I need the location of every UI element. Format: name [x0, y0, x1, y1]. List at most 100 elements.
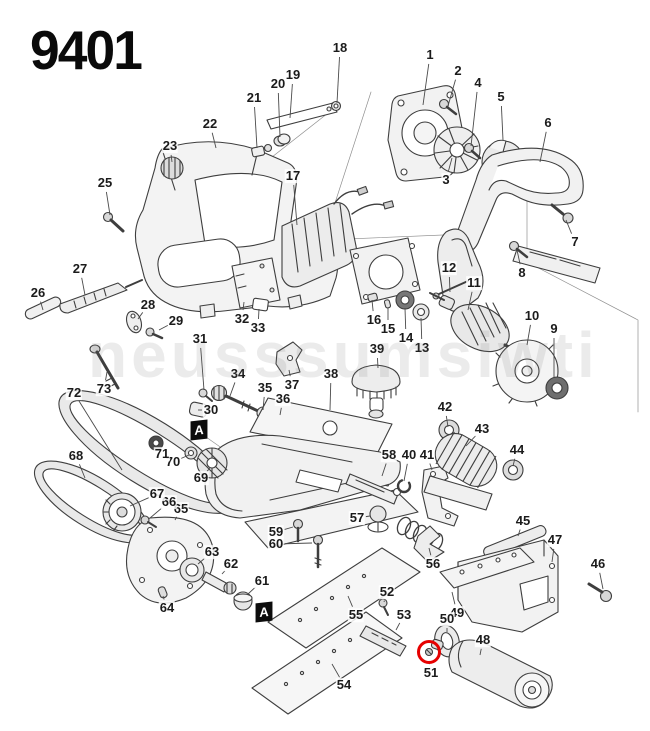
- leader-line-59: [284, 526, 294, 530]
- part-label-10: 10: [523, 308, 541, 324]
- leader-line-64: [162, 595, 165, 600]
- art-part-61-cap: [233, 591, 253, 611]
- part-label-56: 56: [424, 556, 442, 572]
- leader-line-56: [428, 547, 432, 556]
- leader-line-33: [258, 308, 260, 320]
- leader-line-34: [229, 382, 236, 397]
- leader-line-11: [467, 291, 473, 311]
- leader-line-16: [371, 299, 374, 312]
- part-label-14: 14: [397, 330, 415, 346]
- leader-line-69: [206, 467, 211, 472]
- part-label-31: 31: [191, 331, 209, 347]
- part-label-4: 4: [473, 75, 483, 91]
- part-label-57: 57: [348, 510, 366, 526]
- part-label-44: 44: [508, 442, 526, 458]
- part-label-42: 42: [436, 399, 454, 415]
- art-part-62-shaft: [201, 571, 237, 595]
- leader-line-22: [211, 132, 217, 149]
- art-part-14-bearing: [395, 290, 415, 310]
- part-label-33: 33: [249, 320, 267, 336]
- art-part-58-bar: [345, 473, 402, 505]
- part-label-40: 40: [400, 447, 418, 463]
- part-label-15: 15: [379, 321, 397, 337]
- part-label-39: 39: [368, 341, 386, 357]
- leader-line-10: [526, 324, 531, 346]
- art-part-60-bolt: [312, 534, 324, 569]
- leader-line-36: [279, 407, 282, 416]
- leader-line-70: [181, 454, 190, 459]
- detail-marker-A-2: A: [255, 601, 273, 623]
- art-part-18-nut: [330, 100, 342, 112]
- part-label-68: 68: [67, 448, 85, 464]
- leader-line-14: [404, 307, 407, 330]
- part-label-12: 12: [440, 260, 458, 276]
- leader-line-5: [500, 105, 504, 141]
- art-part-13-washer: [412, 303, 430, 321]
- art-part-19-strip: [266, 102, 338, 130]
- leader-line-38: [329, 382, 332, 411]
- leader-line-1: [422, 63, 430, 106]
- part-label-8: 8: [517, 265, 527, 281]
- part-label-7: 7: [570, 234, 580, 250]
- art-part-64-pin: [157, 586, 168, 599]
- part-label-35: 35: [256, 380, 274, 396]
- art-part-53-bar: [359, 625, 407, 657]
- part-label-27: 27: [71, 261, 89, 277]
- part-label-43: 43: [473, 421, 491, 437]
- art-part-21-terminal: [251, 143, 273, 158]
- leader-line-61: [247, 586, 256, 595]
- leader-line-63: [197, 557, 206, 565]
- leader-line-37: [288, 369, 291, 377]
- leader-line-8: [516, 249, 521, 265]
- part-label-9: 9: [549, 321, 559, 337]
- leader-line-66: [149, 507, 163, 519]
- art-part-57-cap: [367, 505, 389, 533]
- art-part-55-plate: [267, 547, 421, 649]
- leader-line-62: [221, 570, 226, 575]
- leader-line-65: [174, 516, 178, 521]
- leader-line-27: [81, 277, 86, 296]
- part-label-13: 13: [413, 340, 431, 356]
- leader-line-6: [539, 131, 547, 163]
- art-part-20-sleeve: [273, 133, 291, 147]
- art-part-69-gear: [196, 447, 228, 479]
- leader-line-41: [429, 463, 433, 471]
- leader-line-13: [420, 317, 423, 340]
- part-label-55: 55: [347, 607, 365, 623]
- part-label-38: 38: [322, 366, 340, 382]
- part-label-32: 32: [233, 311, 251, 327]
- art-part-34-adjust-screw: [210, 384, 260, 413]
- leader-line-67: [129, 497, 149, 507]
- art-part-2-screw: [438, 98, 458, 116]
- leader-line-31: [200, 347, 205, 391]
- part-label-2: 2: [453, 63, 463, 79]
- leader-line-19: [289, 83, 293, 119]
- art-part-49-plate: [439, 547, 535, 589]
- part-label-45: 45: [514, 513, 532, 529]
- art-part-66-screw: [140, 515, 157, 528]
- art-part-46-screw: [587, 582, 613, 603]
- art-part-38-frame: [204, 397, 419, 549]
- part-label-18: 18: [331, 40, 349, 56]
- art-part-7-screw: [550, 203, 574, 224]
- art-part-67-pulley: [102, 492, 142, 532]
- part-label-1: 1: [425, 47, 435, 63]
- part-label-34: 34: [229, 366, 247, 382]
- part-label-64: 64: [158, 600, 176, 616]
- leader-line-20: [277, 92, 281, 138]
- art-part-16-bearing-plate: [349, 237, 421, 309]
- art-part-8-screw: [508, 240, 529, 259]
- leader-line-21: [254, 106, 258, 149]
- leader-line-40: [403, 463, 408, 482]
- part-label-6: 6: [543, 115, 553, 131]
- leader-line-29: [158, 324, 169, 331]
- leader-line-57: [365, 515, 371, 518]
- art-part-52-screw: [378, 598, 389, 616]
- part-label-51: 51: [422, 665, 440, 681]
- leader-line-12: [448, 276, 451, 293]
- leader-line-7: [565, 219, 573, 234]
- art-part-40-snap-ring: [396, 478, 412, 494]
- leader-line-17: [293, 184, 298, 226]
- part-label-61: 61: [253, 573, 271, 589]
